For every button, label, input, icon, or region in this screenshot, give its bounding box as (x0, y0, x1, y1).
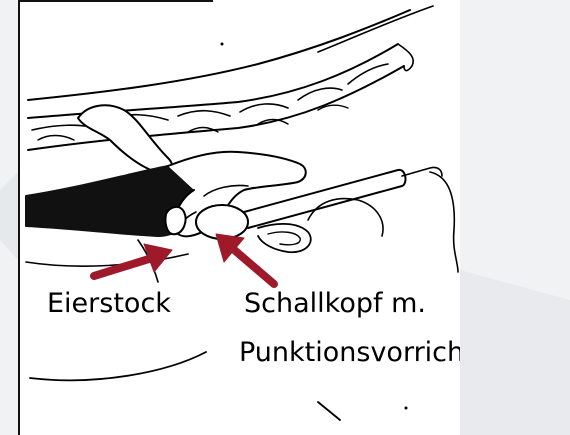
ovary-arrow (94, 244, 172, 276)
dot-mark (405, 407, 407, 409)
uterus-loop (258, 224, 311, 252)
ovary-shape (165, 207, 185, 234)
label-probe-line1: Schallkopf m. (244, 288, 430, 320)
belly-contour-2 (318, 402, 340, 420)
spine (28, 44, 413, 150)
probe-head (196, 205, 248, 239)
body-contour-top (28, 10, 410, 100)
body-contour-top-2 (318, 6, 433, 52)
uterus-loop-inner (268, 232, 300, 245)
anatomy-illustration (18, 0, 460, 435)
dot-mark (221, 43, 223, 45)
belly-contour (30, 352, 206, 380)
figure-panel: Eierstock Schallkopf m. Punktionsvorrich… (18, 0, 460, 435)
pelvis-bone (78, 105, 172, 173)
label-probe-line2: Punktionsvorrichtung (239, 337, 460, 369)
probe-cable (430, 172, 458, 272)
abdomen-line-2 (308, 199, 383, 236)
label-ovary: Eierstock (47, 288, 171, 320)
probe-arrow (216, 234, 274, 284)
